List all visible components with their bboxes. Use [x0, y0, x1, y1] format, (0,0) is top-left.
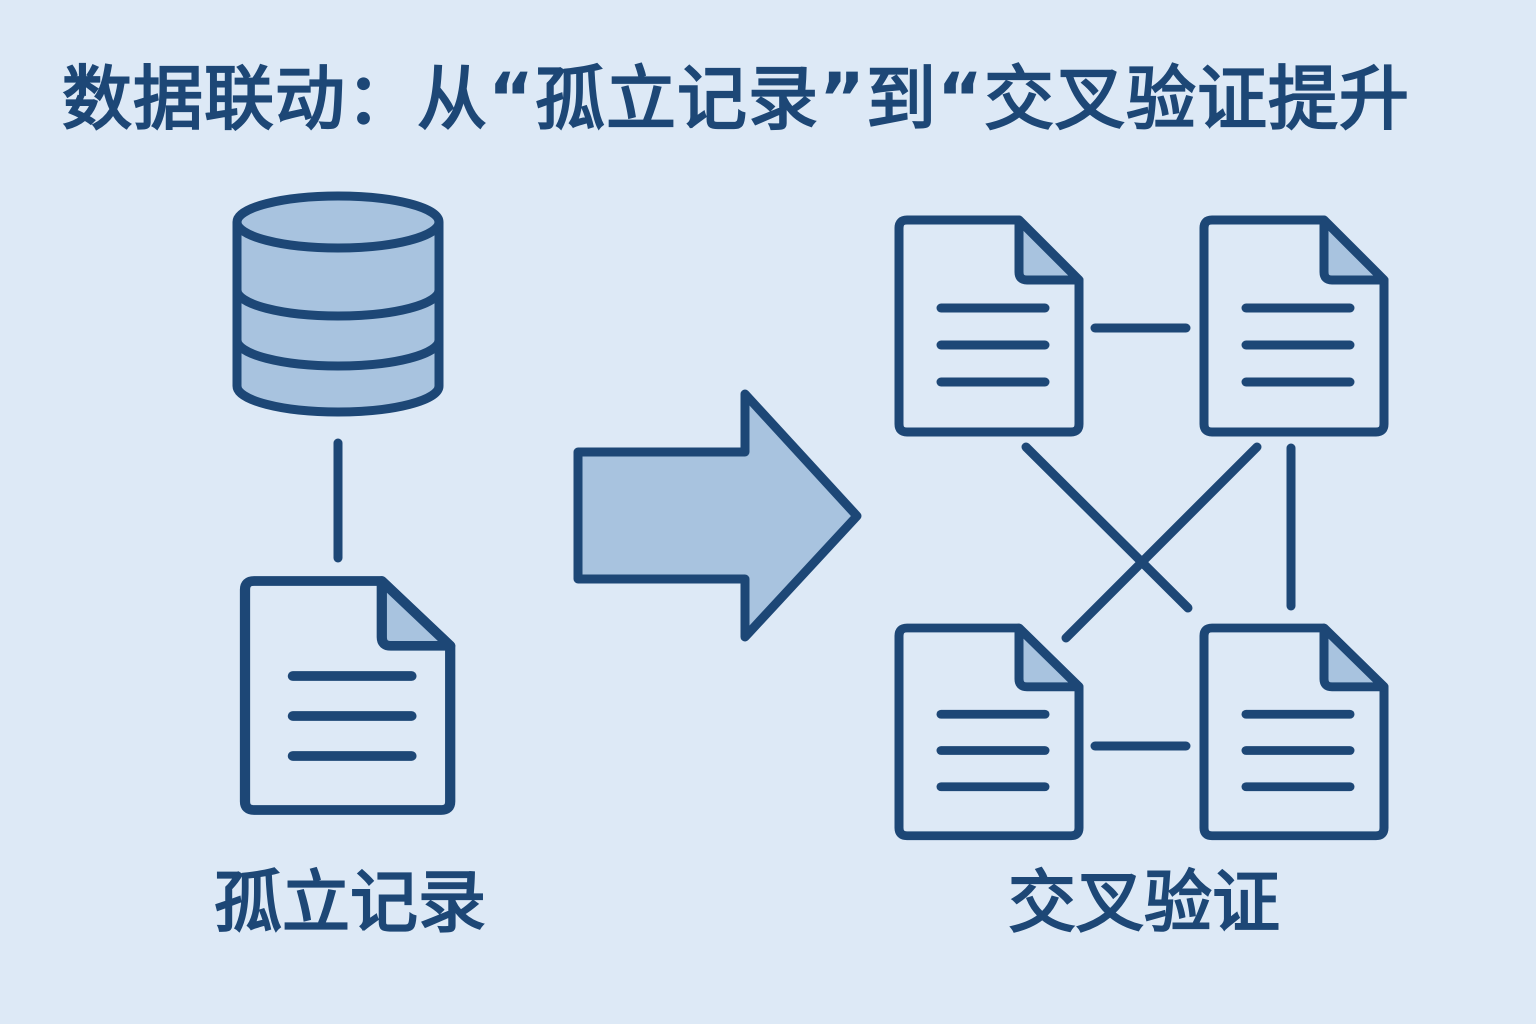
isolated-record-label: 孤立记录 — [213, 864, 486, 943]
document-icon — [1204, 628, 1384, 836]
document-icon — [899, 220, 1079, 432]
document-icon — [245, 581, 450, 810]
cross-validation-label: 交叉验证 — [1007, 864, 1280, 943]
document-icon — [899, 628, 1079, 836]
right-arrow-icon — [573, 389, 862, 642]
page-title: 数据联动：从“孤立记录”到“交叉验证提升 — [62, 58, 1411, 140]
database-icon — [232, 191, 444, 417]
network-links — [1021, 323, 1296, 751]
document-icon — [1204, 220, 1384, 432]
